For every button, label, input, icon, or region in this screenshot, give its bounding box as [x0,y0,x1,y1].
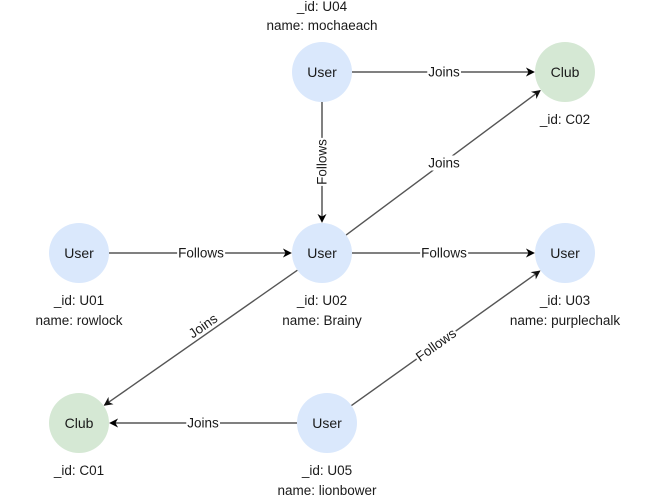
edge-u02-u03[interactable]: Follows [352,245,535,261]
edge-label: Follows [413,325,459,364]
user-node-circle[interactable] [535,223,595,283]
edge-u05-u03[interactable]: Follows [351,270,541,407]
edge-label-group: Follows [314,137,330,186]
edge-label-group: Joins [427,155,462,171]
user-node-circle[interactable] [292,223,352,283]
node-id-property: _id: U03 [539,293,590,308]
node-name-property: name: rowlock [35,313,122,328]
edge-label: Follows [421,246,467,261]
edge-label-group: Follows [420,245,469,261]
club-node-circle[interactable] [535,42,595,102]
node-name-property: name: Brainy [282,313,362,328]
node-c02[interactable]: Club _id: C02 [535,42,595,127]
edge-label-group: Joins [186,415,221,431]
edge-label-bg [177,245,226,261]
node-u05[interactable]: User _id: U05 name: lionbower [277,393,377,498]
club-node-circle[interactable] [49,393,109,453]
node-type-label: Club [65,415,94,431]
node-name-property: name: lionbower [277,483,377,498]
edge-label-bg [412,324,460,365]
node-name-property: name: mochaeach [266,18,377,33]
node-type-label: Club [551,64,580,80]
edge-line[interactable] [103,269,298,406]
edge-label: Joins [428,156,460,171]
edge-label-bg [427,64,462,80]
node-type-label: User [307,245,337,261]
node-c01[interactable]: Club _id: C01 [49,393,109,478]
node-id-property: _id: U04 [296,0,348,14]
edge-label-bg [184,310,222,342]
edge-label-bg [420,245,469,261]
user-node-circle[interactable] [297,393,357,453]
edge-label-bg [314,137,330,186]
node-u04[interactable]: User _id: U04 name: mochaeach [266,0,378,102]
edge-u01-u02[interactable]: Follows [109,245,292,261]
edge-label: Follows [178,246,224,261]
edge-label: Joins [187,416,219,431]
edge-u02-c01[interactable]: Joins [103,269,298,406]
node-type-label: User [307,64,337,80]
user-node-circle[interactable] [49,223,109,283]
node-type-label: User [312,415,342,431]
edge-label-group: Follows [412,324,460,365]
edge-label: Joins [428,65,460,80]
node-id-property: _id: C02 [539,112,590,127]
node-id-property: _id: U02 [296,293,347,308]
edge-u05-c01[interactable]: Joins [109,415,297,431]
edge-u04-c02[interactable]: Joins [352,64,535,80]
node-type-label: User [550,245,580,261]
node-type-label: User [64,245,94,261]
edge-label-bg [427,155,462,171]
node-id-property: _id: U01 [53,293,104,308]
node-u03[interactable]: User _id: U03 name: purplechalk [510,223,621,328]
user-node-circle[interactable] [292,42,352,102]
node-u02[interactable]: User _id: U02 name: Brainy [282,223,362,328]
edge-label-group: Follows [177,245,226,261]
edge-label-group: Joins [427,64,462,80]
node-id-property: _id: C01 [53,463,104,478]
edge-u02-c02[interactable]: Joins [345,89,541,236]
edge-label-bg [186,415,221,431]
edge-u04-u02[interactable]: Follows [314,102,330,223]
node-u01[interactable]: User _id: U01 name: rowlock [35,223,123,328]
node-id-property: _id: U05 [301,463,352,478]
edge-label: Follows [315,139,330,185]
node-name-property: name: purplechalk [510,313,621,328]
